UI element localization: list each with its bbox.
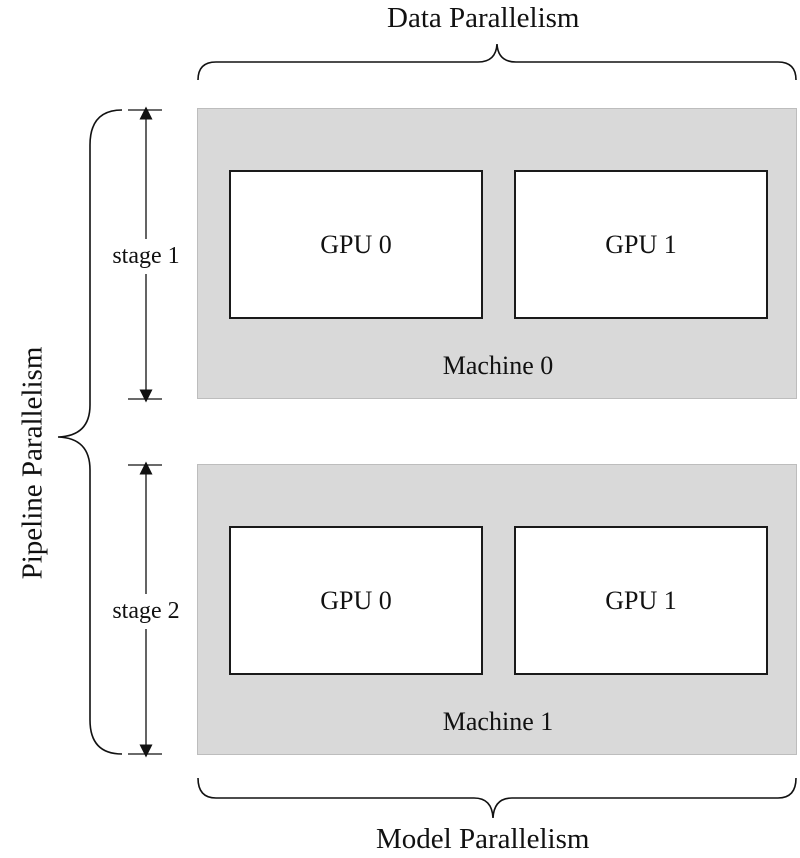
pipeline-parallelism-label: Pipeline Parallelism xyxy=(16,346,49,580)
machine-1-label: Machine 1 xyxy=(442,707,554,736)
machine-0-box: GPU 0 GPU 1 Machine 0 xyxy=(197,108,797,399)
machine-1-gpu-0: GPU 0 xyxy=(229,526,483,675)
data-parallelism-label: Data Parallelism xyxy=(387,2,580,34)
machine-1-gpu-1: GPU 1 xyxy=(514,526,768,675)
gpu-label: GPU 1 xyxy=(605,229,677,259)
machine-0-gpu-0: GPU 0 xyxy=(229,170,483,319)
machine-0-gpu-1: GPU 1 xyxy=(514,170,768,319)
left-brace xyxy=(57,109,123,755)
gpu-label: GPU 1 xyxy=(605,585,677,615)
bottom-brace xyxy=(197,777,797,819)
machine-1-box: GPU 0 GPU 1 Machine 1 xyxy=(197,464,797,755)
stage-2-label: stage 2 xyxy=(104,594,188,629)
machine-0-label: Machine 0 xyxy=(442,351,554,380)
top-brace xyxy=(197,43,797,81)
stage-1-label: stage 1 xyxy=(104,239,188,274)
gpu-label: GPU 0 xyxy=(320,229,392,259)
model-parallelism-label: Model Parallelism xyxy=(376,823,590,855)
gpu-label: GPU 0 xyxy=(320,585,392,615)
